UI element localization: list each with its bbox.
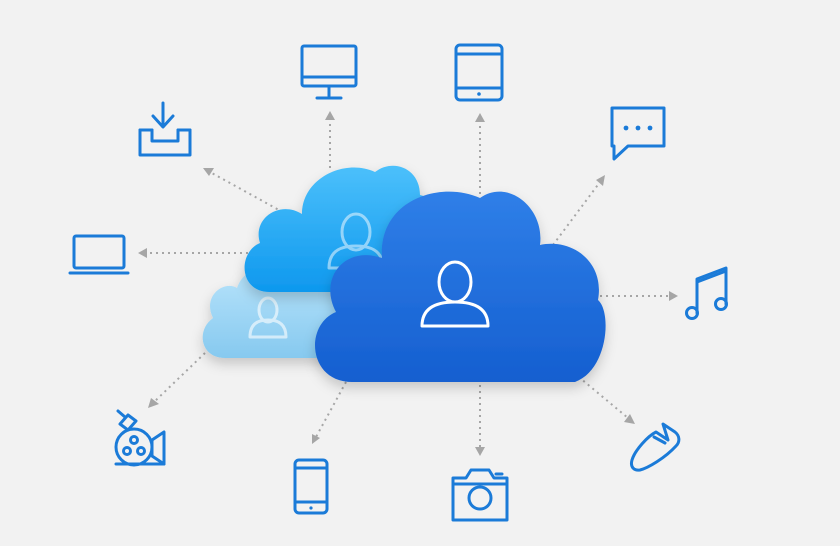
phone-handset-icon <box>630 422 681 472</box>
desktop-monitor-icon <box>300 44 358 100</box>
music-note-icon <box>685 266 728 320</box>
arrow-to-film <box>148 352 206 408</box>
arrow-to-desktop <box>325 111 335 168</box>
smartphone-icon <box>293 458 329 515</box>
arrow-to-tablet <box>475 113 485 200</box>
connector-arrows <box>138 111 678 456</box>
user-icon <box>420 260 490 328</box>
laptop-icon <box>68 234 130 275</box>
arrow-to-chat <box>552 175 605 246</box>
arrow-to-phone <box>573 372 635 424</box>
download-tray-icon <box>138 101 192 157</box>
arrow-to-music <box>600 291 678 301</box>
arrow-to-download <box>203 168 289 216</box>
user-icon <box>248 296 288 339</box>
arrow-to-smartphone <box>312 381 347 444</box>
arrow-to-laptop <box>138 248 248 258</box>
chat-bubble-icon <box>610 106 666 161</box>
camera-icon <box>451 468 509 522</box>
tablet-icon <box>454 43 504 102</box>
cloud-front <box>315 191 606 382</box>
film-reel-icon <box>114 409 166 467</box>
arrow-to-camera <box>475 385 485 456</box>
